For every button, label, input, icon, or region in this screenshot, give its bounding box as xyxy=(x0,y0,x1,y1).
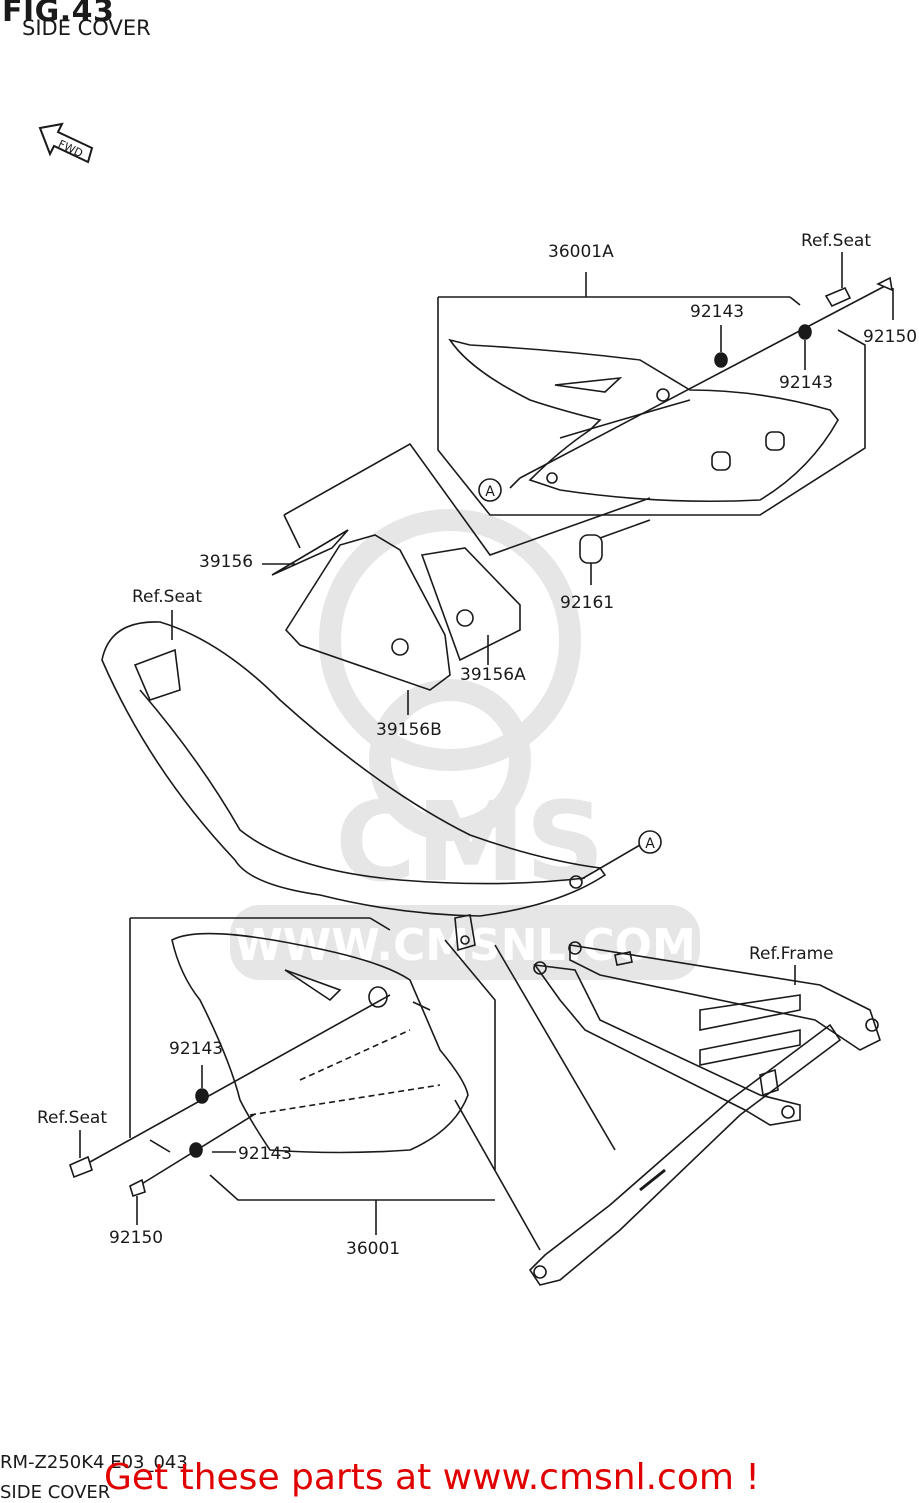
model-code: RM-Z250K4 E03_043 xyxy=(0,1452,188,1473)
promo-link[interactable]: Get these parts at www.cmsnl.com ! xyxy=(104,1457,760,1498)
part-label-92143-lower[interactable]: 92143 xyxy=(238,1144,293,1164)
fwd-text: FWD xyxy=(56,137,85,160)
part-label-92143-left[interactable]: 92143 xyxy=(169,1039,224,1059)
bracket-36001a xyxy=(437,297,866,516)
ref-seat-label-left[interactable]: Ref.Seat xyxy=(37,1108,107,1128)
part-label-39156b[interactable]: 39156B xyxy=(376,720,442,740)
grommet-92161 xyxy=(579,534,603,564)
part-label-92161[interactable]: 92161 xyxy=(560,593,615,613)
part-label-39156[interactable]: 39156 xyxy=(199,552,254,572)
emblem-39156b xyxy=(284,534,451,691)
callout-a-mid: A xyxy=(645,836,655,852)
watermark-logo xyxy=(319,509,581,841)
part-label-92143-top[interactable]: 92143 xyxy=(690,302,745,322)
forward-arrow-icon xyxy=(38,122,94,164)
ref-seat-label-top[interactable]: Ref.Seat xyxy=(801,231,871,251)
figure-title: SIDE COVER xyxy=(22,16,151,40)
part-label-39156a[interactable]: 39156A xyxy=(460,665,526,685)
watermark-text: WWW.CMSNL.COM xyxy=(234,920,696,971)
ref-seat-label-mid[interactable]: Ref.Seat xyxy=(132,587,202,607)
side-cover-36001 xyxy=(171,932,469,1154)
part-label-92150-top[interactable]: 92150 xyxy=(863,327,918,347)
seat xyxy=(101,621,607,917)
watermark-logo-text: CMS xyxy=(335,778,604,906)
callout-a-top: A xyxy=(485,484,495,500)
watermark-banner: WWW.CMSNL.COM xyxy=(230,905,700,980)
part-label-36001[interactable]: 36001 xyxy=(346,1239,401,1259)
emblem-39156a xyxy=(420,547,521,662)
part-label-92143-mid[interactable]: 92143 xyxy=(779,373,834,393)
footer-section-title: SIDE COVER xyxy=(0,1482,111,1503)
frame xyxy=(528,941,881,1286)
figure-number: FIG.43 xyxy=(2,0,115,29)
part-label-92150-lower[interactable]: 92150 xyxy=(109,1228,164,1248)
ref-frame-label[interactable]: Ref.Frame xyxy=(749,944,834,964)
part-label-36001a[interactable]: 36001A xyxy=(548,242,614,262)
rear-cover-upper xyxy=(448,338,839,503)
